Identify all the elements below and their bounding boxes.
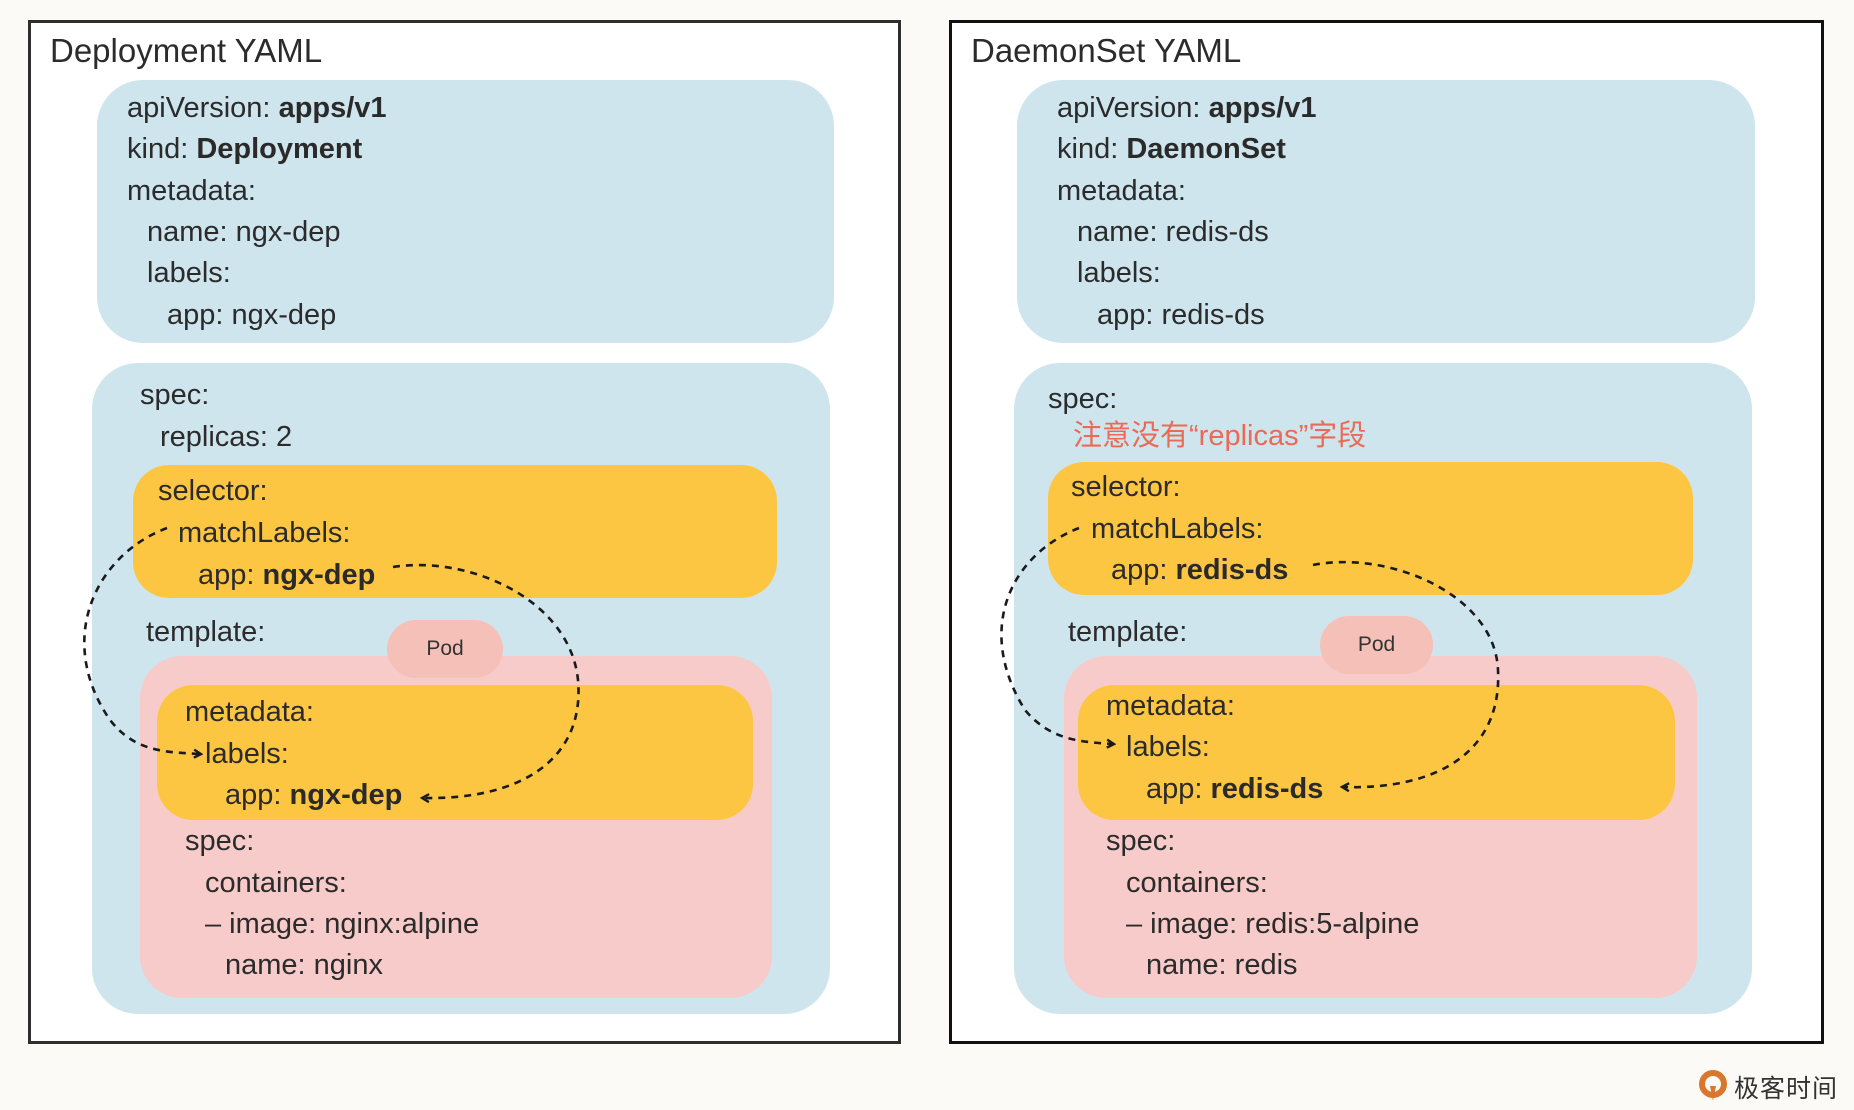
deployment-apiversion: apiVersion: apps/v1	[127, 94, 387, 123]
value: Deployment	[196, 133, 363, 165]
deployment-name: name: ngx-dep	[147, 216, 341, 248]
daemonset-kind: kind: DaemonSet	[1057, 135, 1286, 164]
daemonset-template-app: app: redis-ds	[1146, 775, 1323, 804]
value: redis-ds	[1210, 773, 1324, 805]
deployment-selector-app: app: ngx-dep	[198, 561, 375, 590]
key: app:	[1111, 554, 1168, 586]
deployment-selector: selector:	[158, 475, 268, 507]
no-replicas-note: 注意没有“replicas”字段	[1073, 420, 1367, 452]
deployment-template: template:	[146, 616, 266, 648]
daemonset-template-metadata: metadata:	[1106, 690, 1235, 722]
deployment-container-name: name: nginx	[225, 949, 383, 981]
key: app:	[225, 779, 282, 811]
daemonset-labels: labels:	[1077, 257, 1161, 289]
daemonset-template-labels: labels:	[1126, 731, 1210, 763]
value: DaemonSet	[1126, 133, 1286, 165]
daemonset-app-label: app: redis-ds	[1097, 299, 1265, 331]
key: kind:	[1057, 133, 1119, 165]
daemonset-pod-badge: Pod	[1320, 616, 1433, 674]
key: apiVersion:	[127, 92, 271, 124]
value: ngx-dep	[262, 559, 376, 591]
deployment-kind: kind: Deployment	[127, 135, 362, 164]
deployment-container-image: – image: nginx:alpine	[205, 908, 480, 940]
daemonset-selector: selector:	[1071, 471, 1181, 503]
deployment-pod-spec: spec:	[185, 825, 255, 857]
daemonset-matchlabels: matchLabels:	[1091, 513, 1264, 545]
deployment-header-box	[97, 80, 834, 343]
key: app:	[1146, 773, 1203, 805]
daemonset-containers: containers:	[1126, 867, 1268, 899]
deployment-panel-title: Deployment YAML	[50, 32, 323, 69]
value: ngx-dep	[289, 779, 403, 811]
deployment-replicas: replicas: 2	[160, 421, 293, 453]
geektime-logo-icon	[1699, 1070, 1727, 1101]
deployment-pod-badge: Pod	[387, 620, 503, 678]
key: apiVersion:	[1057, 92, 1201, 124]
deployment-labels: labels:	[147, 257, 231, 289]
value: apps/v1	[1208, 92, 1317, 124]
daemonset-template: template:	[1068, 616, 1188, 648]
daemonset-name: name: redis-ds	[1077, 216, 1269, 248]
deployment-template-labels: labels:	[205, 738, 289, 770]
daemonset-pod-spec: spec:	[1106, 825, 1176, 857]
deployment-spec: spec:	[140, 379, 210, 411]
key: kind:	[127, 133, 189, 165]
deployment-template-app: app: ngx-dep	[225, 781, 402, 810]
deployment-app-label: app: ngx-dep	[167, 299, 337, 331]
value: redis-ds	[1175, 554, 1289, 586]
deployment-matchlabels: matchLabels:	[178, 517, 351, 549]
daemonset-header-box	[1017, 80, 1755, 343]
deployment-template-metadata: metadata:	[185, 696, 314, 728]
value: apps/v1	[278, 92, 387, 124]
geektime-logo-text: 极客时间	[1734, 1075, 1839, 1103]
daemonset-metadata: metadata:	[1057, 175, 1186, 207]
key: app:	[198, 559, 255, 591]
daemonset-container-image: – image: redis:5-alpine	[1126, 908, 1420, 940]
daemonset-selector-app: app: redis-ds	[1111, 556, 1288, 585]
deployment-containers: containers:	[205, 867, 347, 899]
geektime-logo: 极客时间	[1698, 1069, 1838, 1105]
daemonset-panel-title: DaemonSet YAML	[971, 32, 1242, 69]
daemonset-container-name: name: redis	[1146, 949, 1298, 981]
deployment-metadata: metadata:	[127, 175, 256, 207]
daemonset-spec: spec:	[1048, 383, 1118, 415]
daemonset-apiversion: apiVersion: apps/v1	[1057, 94, 1317, 123]
